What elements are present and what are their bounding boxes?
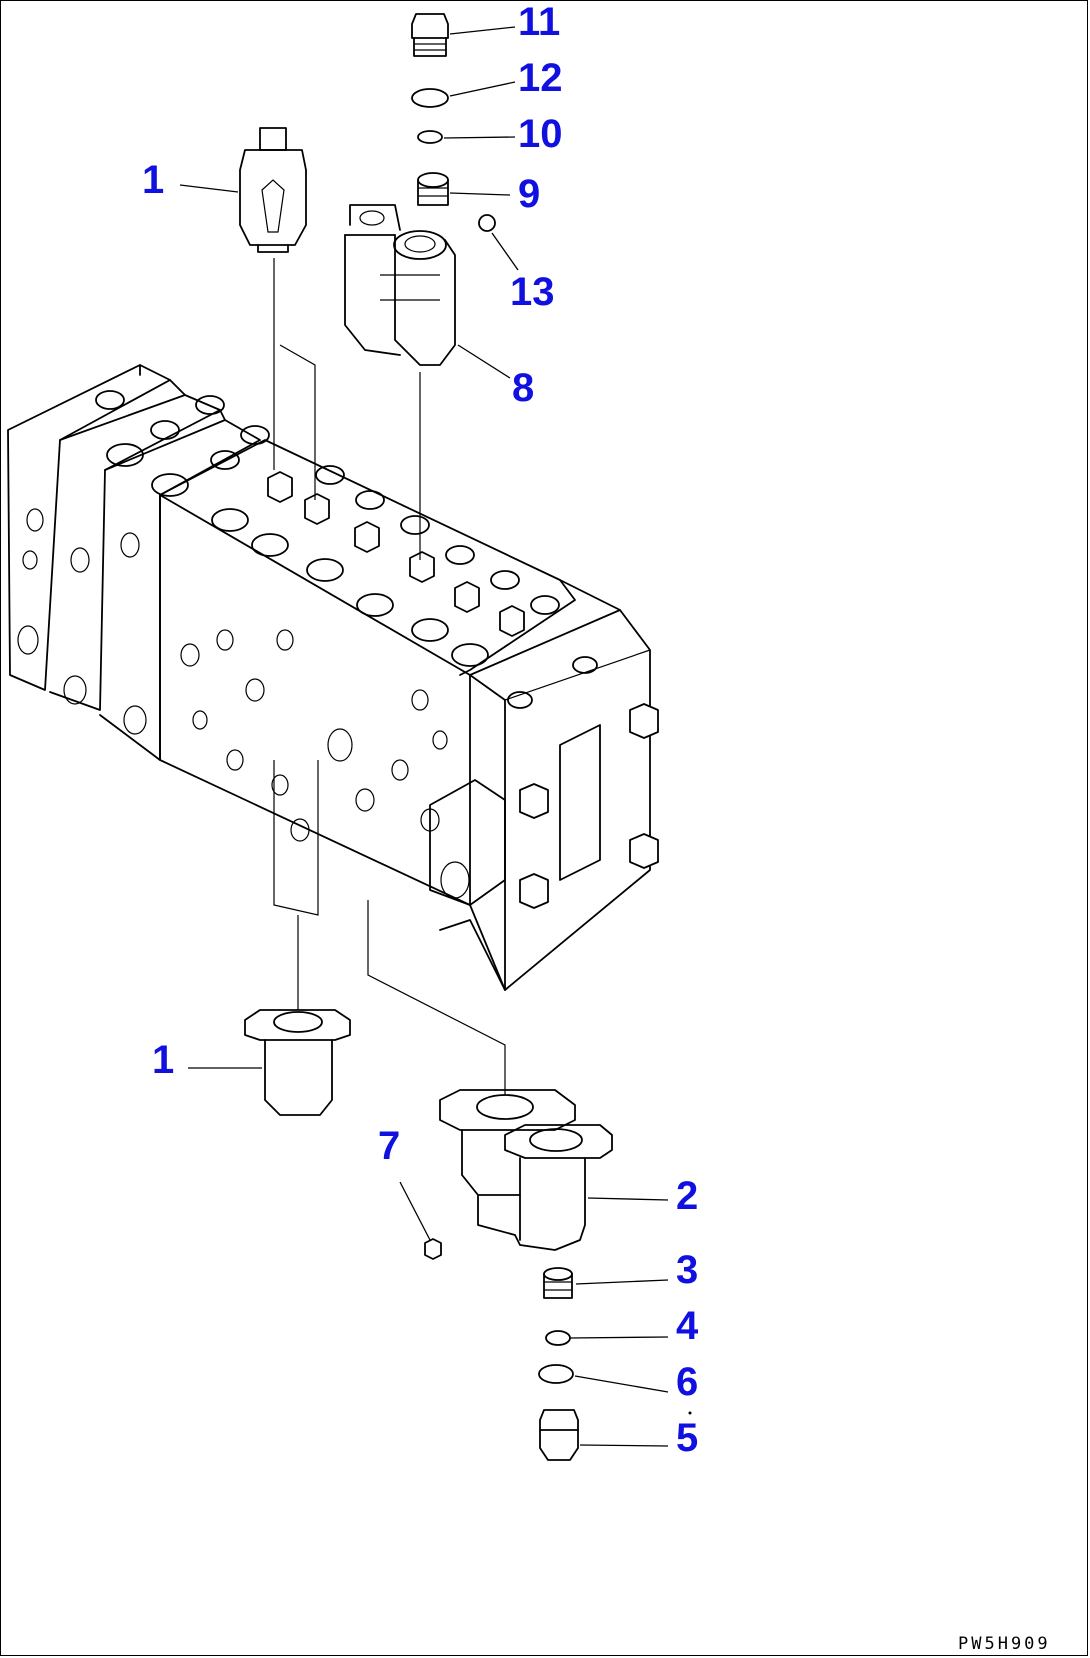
part-11-plug	[411, 13, 449, 57]
callout-part-3: 3	[676, 1248, 699, 1292]
part-9-fitting	[417, 172, 449, 206]
callout-part-4: 4	[676, 1304, 699, 1348]
part-12-o-ring	[411, 88, 449, 108]
part-4-ring	[545, 1330, 571, 1346]
drawing-code: PW5H909	[958, 1634, 1051, 1654]
callout-part-9: 9	[518, 172, 541, 216]
part-6-o-ring	[538, 1364, 574, 1384]
callout-part-10: 10	[518, 112, 563, 156]
callout-part-8: 8	[512, 366, 535, 410]
callout-part-11: 11	[518, 0, 561, 44]
callout-part-1-top: 1	[142, 158, 165, 202]
part-5-plug	[539, 1409, 579, 1461]
part-1-bottom-cap	[244, 1009, 351, 1116]
callout-part-13: 13	[510, 270, 555, 314]
part-2-housing	[439, 1089, 613, 1251]
control-valve-body	[7, 364, 659, 991]
part-10-ring	[417, 130, 443, 144]
assembly-lines	[273, 258, 506, 1095]
part-13-ball	[478, 214, 496, 232]
callout-part-6: 6	[676, 1360, 699, 1404]
leader-lines	[179, 26, 692, 1447]
callout-part-2: 2	[676, 1174, 699, 1218]
part-3-fitting	[543, 1267, 573, 1299]
part-7-bolt	[424, 1238, 442, 1260]
callout-part-7: 7	[378, 1124, 401, 1168]
part-8-block	[344, 204, 456, 366]
callout-part-12: 12	[518, 56, 563, 100]
callout-part-1-bottom: 1	[152, 1038, 175, 1082]
callout-part-5: 5	[676, 1416, 699, 1460]
part-1-top-cap	[239, 127, 307, 253]
